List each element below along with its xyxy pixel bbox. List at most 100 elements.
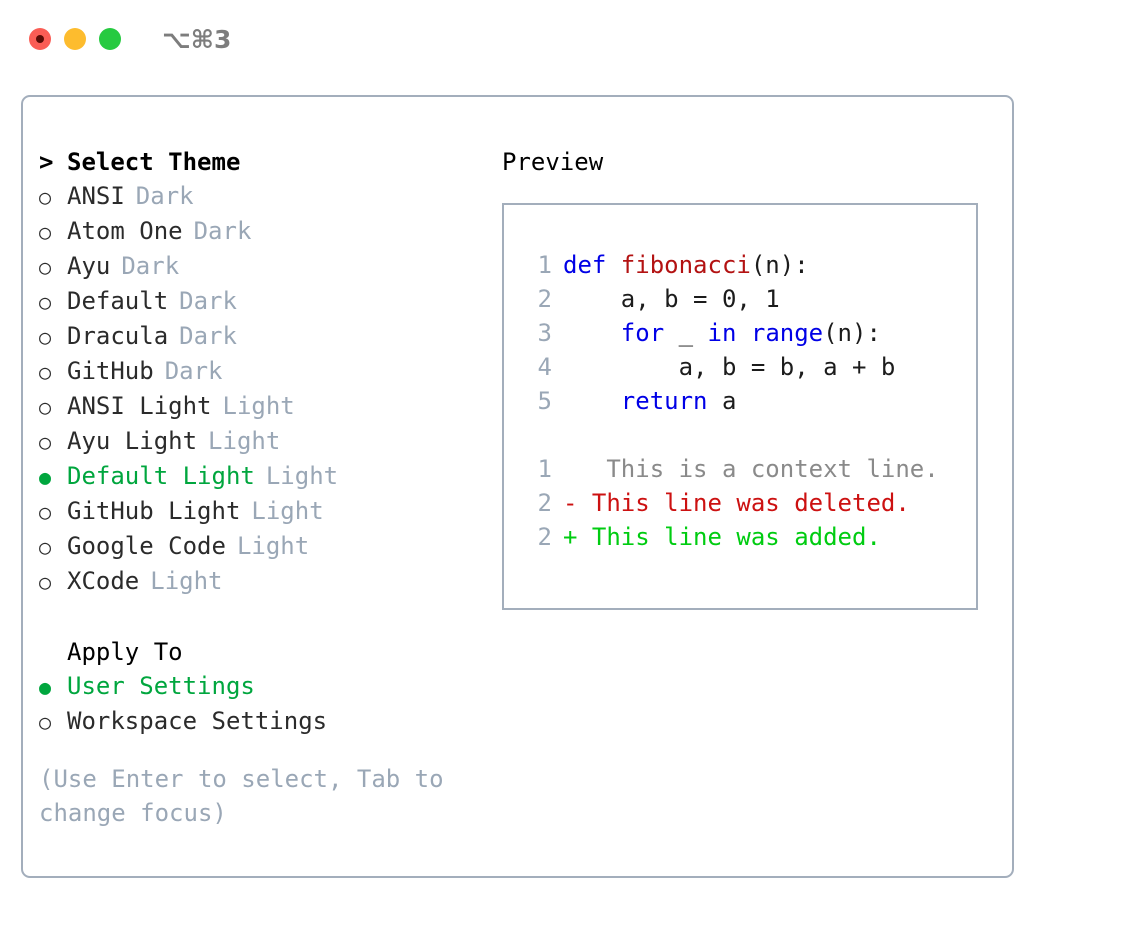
- theme-option-google-code[interactable]: ○ Google Code Light: [39, 529, 489, 564]
- theme-option-label: Google Code: [67, 532, 226, 560]
- theme-option-tag: Dark: [193, 217, 252, 245]
- line-number: 1: [537, 455, 552, 483]
- code-line: 4 a, b = b, a + b: [518, 350, 939, 384]
- keyboard-shortcut-label: ⌥⌘3: [162, 24, 232, 54]
- radio-selected-icon: ●: [39, 675, 52, 699]
- select-theme-heading: > Select Theme: [39, 145, 489, 179]
- radio-unselected-icon: ○: [39, 290, 52, 314]
- diff-sign: -: [563, 489, 578, 517]
- line-number: 3: [537, 319, 552, 347]
- radio-unselected-icon: ○: [39, 185, 52, 209]
- theme-option-label: Dracula: [67, 322, 169, 350]
- theme-option-tag: Dark: [179, 287, 237, 315]
- theme-option-label: Default Light: [67, 462, 255, 490]
- apply-to-option-workspace-settings[interactable]: ○Workspace Settings: [39, 704, 489, 739]
- preview-title: Preview: [502, 148, 604, 176]
- close-window-button[interactable]: [29, 28, 51, 50]
- theme-option-tag: Light: [222, 392, 295, 420]
- theme-option-tag: Dark: [121, 252, 180, 280]
- section-spacer: [39, 599, 489, 635]
- code-token-fn: fibonacci: [620, 251, 751, 279]
- radio-unselected-icon: ○: [39, 535, 52, 559]
- code-token-plain: _: [664, 319, 708, 347]
- apply-to-marker-slot: [39, 635, 67, 669]
- code-line-text: for _ in range(n):: [563, 316, 881, 350]
- theme-option-tag: Light: [236, 532, 310, 560]
- diff-line-text: This line was deleted.: [577, 489, 910, 517]
- code-line-text: a, b = 0, 1: [563, 282, 780, 316]
- code-line: 3 for _ in range(n):: [518, 316, 939, 350]
- code-line-text: a, b = b, a + b: [563, 350, 896, 384]
- theme-option-label: ANSI: [67, 182, 125, 210]
- diff-block: 1 This is a context line.2- This line wa…: [518, 452, 939, 554]
- apply-to-option-list: ● User Settings ○Workspace Settings: [39, 669, 489, 739]
- diff-line-ctx: 1 This is a context line.: [518, 452, 939, 486]
- minimize-window-button[interactable]: [64, 28, 86, 50]
- code-token-kw: return: [620, 387, 708, 415]
- code-token-plain: [563, 319, 621, 347]
- apply-to-option-user-settings[interactable]: ● User Settings: [39, 669, 489, 704]
- theme-option-dracula[interactable]: ○ Dracula Dark: [39, 319, 489, 354]
- theme-option-label: Ayu Light: [67, 427, 198, 455]
- code-token-plain: a, b = 0, 1: [563, 285, 780, 313]
- radio-unselected-icon: ○: [39, 360, 52, 384]
- code-token-kw: for: [620, 319, 665, 347]
- apply-to-heading: Apply To: [39, 635, 489, 669]
- code-token-plain: a: [707, 387, 737, 415]
- line-number: 1: [537, 251, 552, 279]
- radio-unselected-icon: ○: [39, 255, 52, 279]
- theme-option-tag: Dark: [135, 182, 194, 210]
- theme-option-ansi[interactable]: ○ ANSI Dark: [39, 179, 489, 214]
- theme-option-ayu[interactable]: ○ Ayu Dark: [39, 249, 489, 284]
- theme-option-label: GitHub: [67, 357, 154, 385]
- code-line: 5 return a: [518, 384, 939, 418]
- code-token-plain: (n):: [750, 251, 809, 279]
- radio-unselected-icon: ○: [39, 430, 52, 454]
- code-token-plain: (n):: [823, 319, 881, 347]
- theme-option-tag: Dark: [179, 322, 237, 350]
- diff-sign: [563, 452, 577, 486]
- zoom-window-button[interactable]: [99, 28, 121, 50]
- theme-option-label: Ayu: [67, 252, 111, 280]
- help-hint-text: (Use Enter to select, Tab to change focu…: [39, 765, 444, 827]
- code-token-kw: def: [563, 251, 621, 279]
- theme-option-tag: Light: [251, 497, 324, 525]
- prompt-caret-icon: >: [39, 148, 54, 176]
- code-line: 2 a, b = 0, 1: [518, 282, 939, 316]
- radio-unselected-icon: ○: [39, 710, 52, 734]
- code-token-plain: [563, 387, 621, 415]
- select-theme-heading-label: Select Theme: [67, 148, 241, 176]
- diff-line-text: This is a context line.: [577, 455, 939, 483]
- theme-option-label: XCode: [67, 567, 140, 595]
- line-number: 2: [537, 285, 552, 313]
- radio-unselected-icon: ○: [39, 220, 52, 244]
- line-number: 5: [537, 387, 552, 415]
- line-number: 2: [537, 489, 552, 517]
- diff-line-del: 2- This line was deleted.: [518, 486, 939, 520]
- traffic-light-group: [29, 28, 121, 50]
- theme-option-tag: Light: [150, 567, 223, 595]
- theme-option-tag: Light: [265, 462, 339, 490]
- code-token-kw: in range: [707, 319, 824, 347]
- diff-line-text: This line was added.: [577, 523, 881, 551]
- code-line: 1 def fibonacci(n):: [518, 248, 939, 282]
- apply-to-option-label: User Settings: [67, 672, 255, 700]
- code-line-text: def fibonacci(n):: [563, 248, 809, 282]
- radio-unselected-icon: ○: [39, 325, 52, 349]
- apply-to-heading-label: Apply To: [67, 638, 183, 666]
- code-line-text: return a: [563, 384, 737, 418]
- window-titlebar: ⌥⌘3: [0, 0, 1140, 78]
